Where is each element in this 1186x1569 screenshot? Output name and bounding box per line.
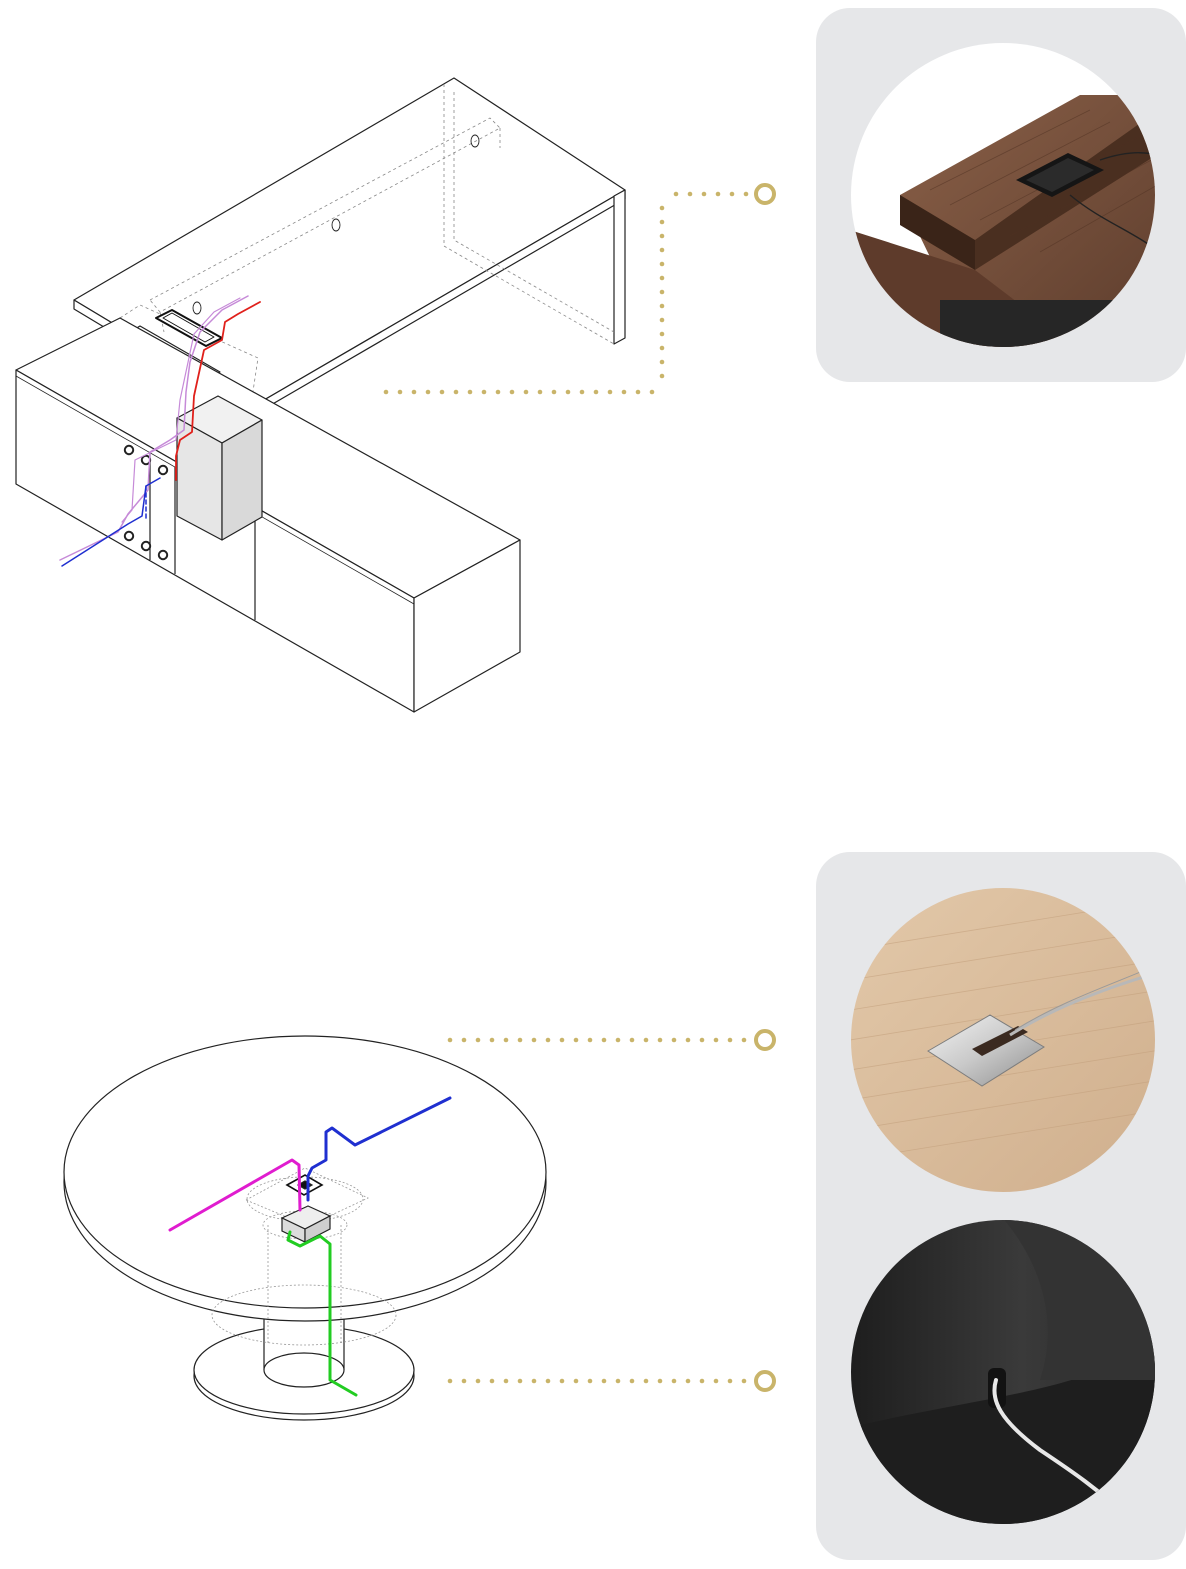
desk-cables [59,295,261,567]
cable-violet-2 [121,297,241,523]
leader-bottom-dots [447,1378,747,1384]
cable-blue-table [306,1096,452,1202]
table-top [63,1035,547,1309]
cable-red [175,301,261,481]
round-table-drawing [63,1035,547,1421]
leader-top-dots [383,191,749,395]
rail-grommet-2 [331,218,341,232]
desk-drawing [15,77,626,713]
cable-magenta-table [168,1158,302,1232]
desk-hidden-lines [119,84,615,399]
detail-photo-walnut-desk [851,43,1155,347]
credenza-side [413,539,521,713]
cpu-box-side [221,419,263,541]
ring-marker-icon [754,1029,776,1051]
leader-lines [383,183,776,1392]
desk-panel-leg [613,189,626,345]
cable-notch [988,1368,1006,1408]
ring-marker-icon [754,1370,776,1392]
cable-green-table [286,1230,358,1397]
ring-marker-icon [754,183,776,205]
table-cables [168,1096,452,1397]
detail-photo-oak-grommet [851,888,1155,1192]
cable-blue [61,477,161,567]
leader-middle-dots [447,1037,747,1043]
rail-grommet-3 [192,301,202,315]
rail-grommet-1 [470,134,480,148]
bolt-holes [123,444,169,561]
detail-photo-dark-base [851,1220,1155,1524]
